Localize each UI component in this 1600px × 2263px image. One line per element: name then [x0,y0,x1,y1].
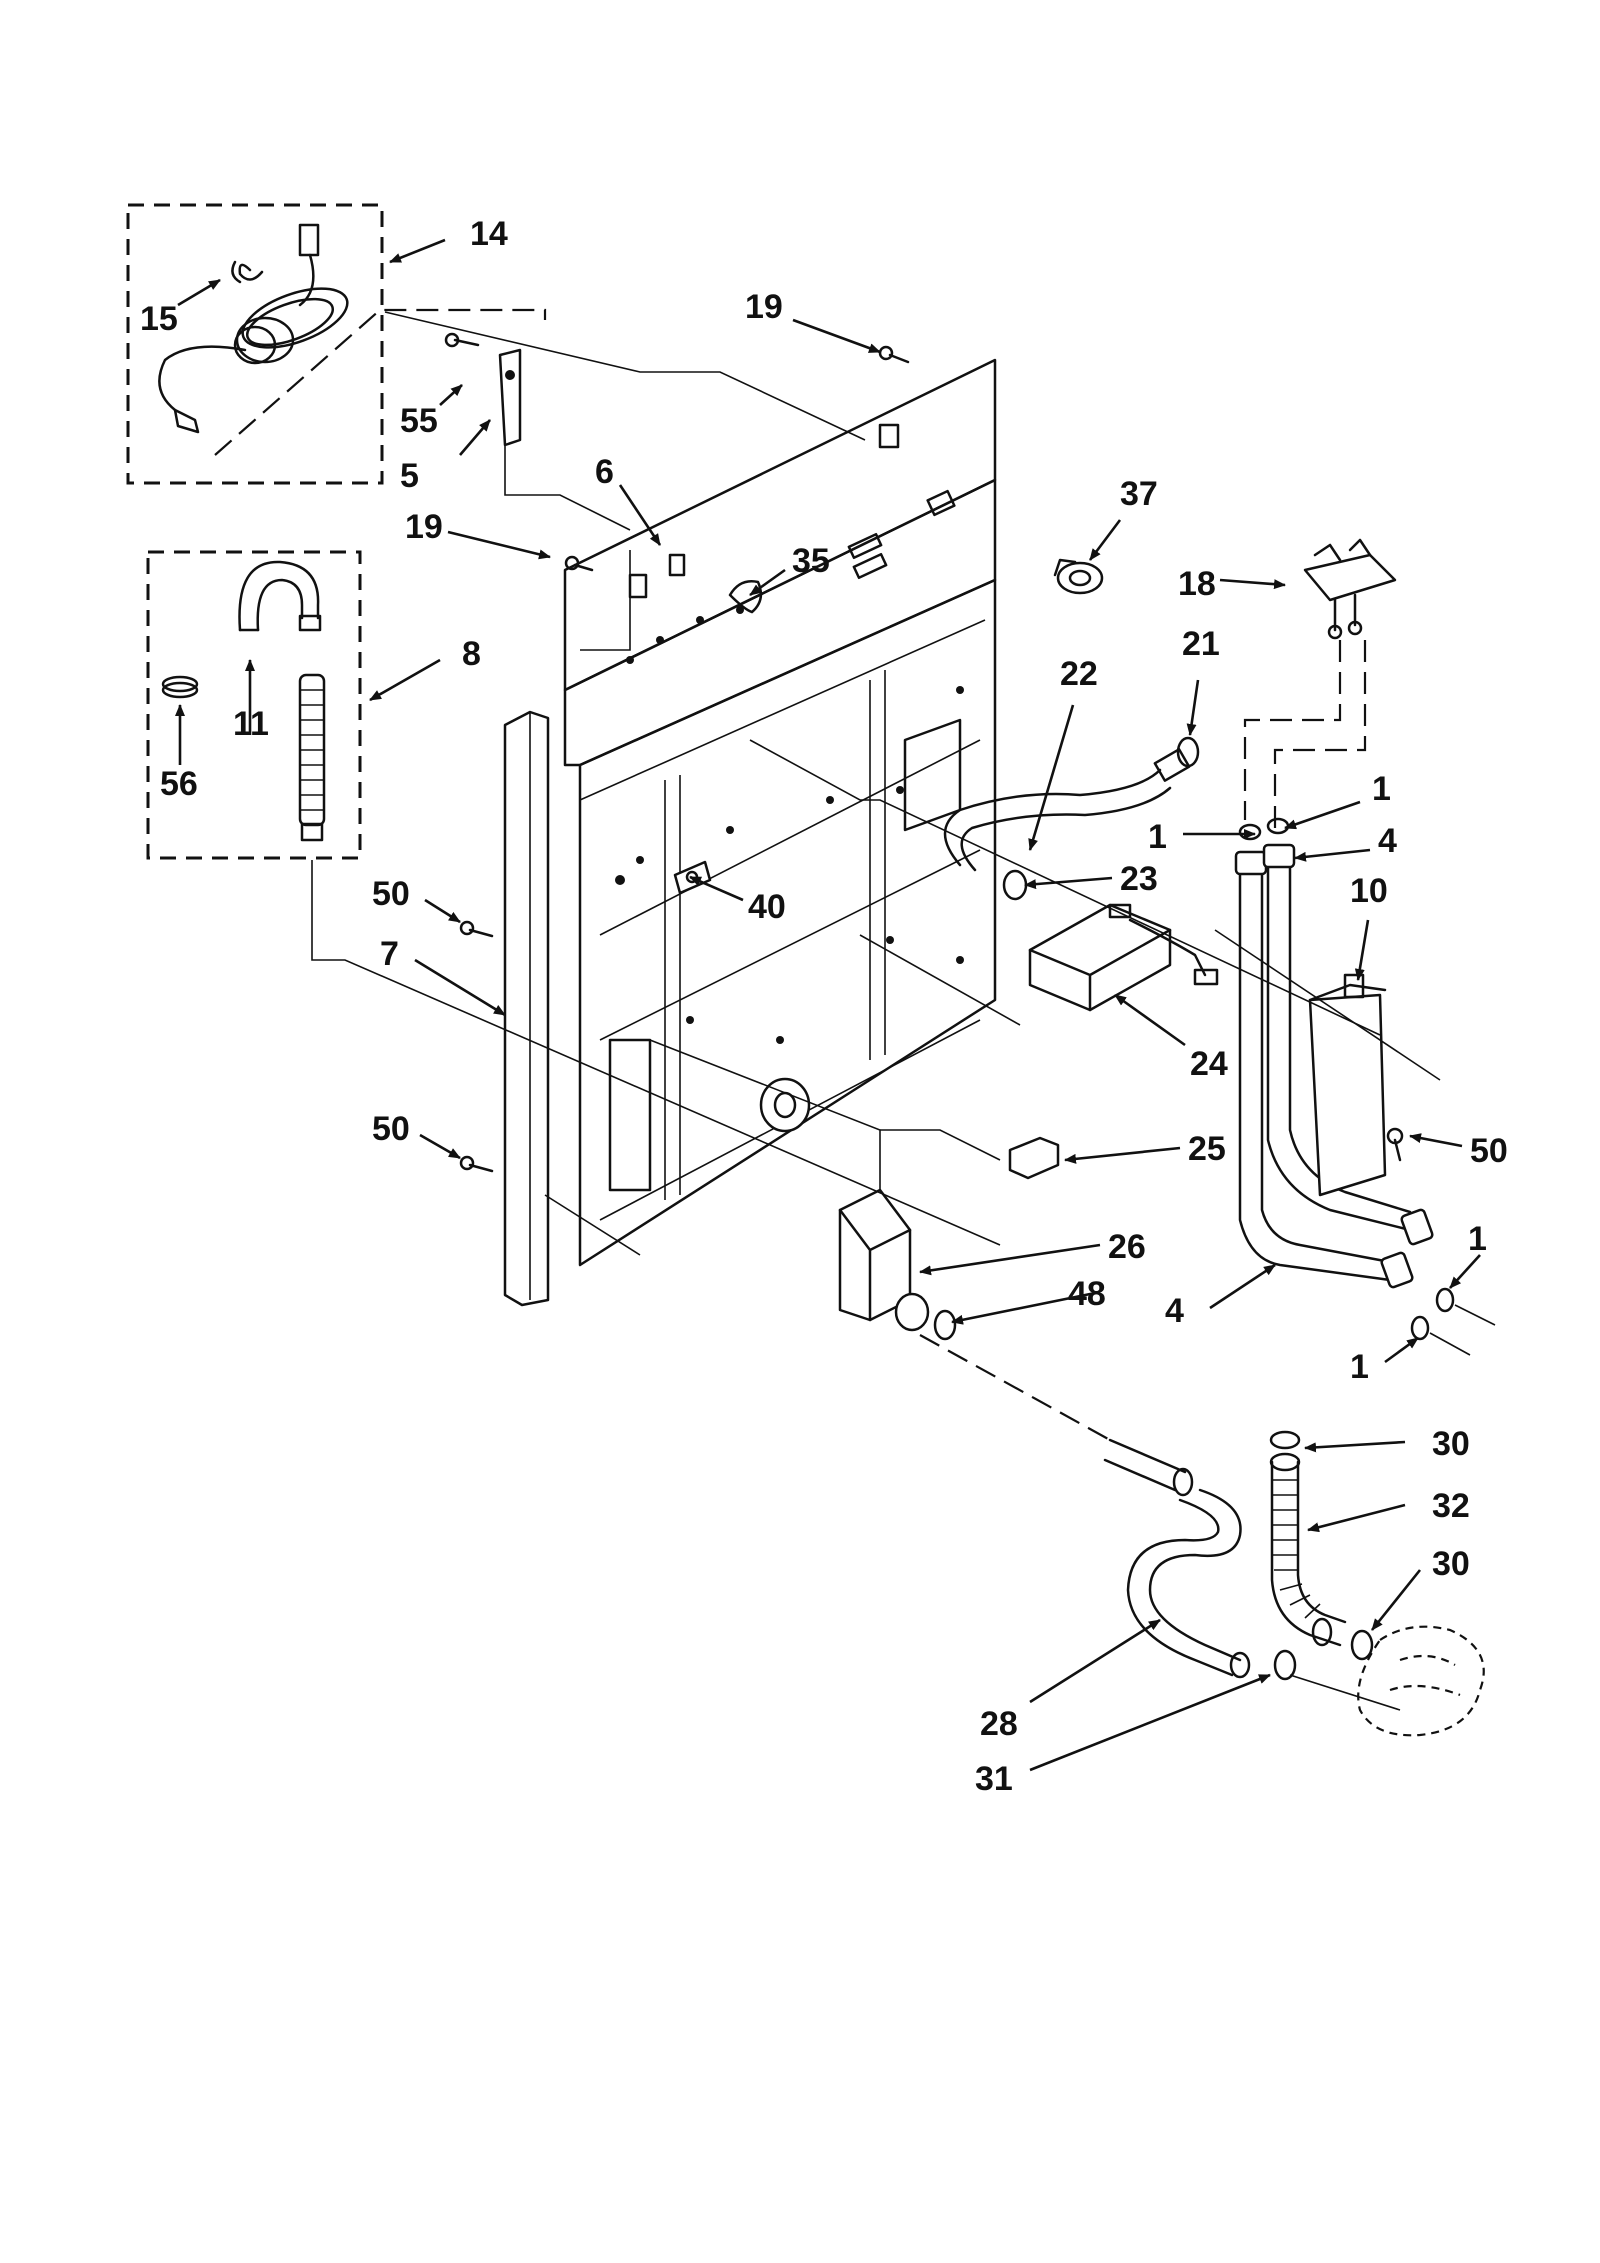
callout-7: 7 [380,935,399,973]
callout-30-bottom: 30 [1432,1545,1470,1583]
screw-mid-left [564,555,594,572]
callout-6: 6 [595,453,614,491]
screw-side-lower [459,1155,494,1173]
callout-24: 24 [1190,1045,1228,1083]
pressure-switch [1028,903,1219,1012]
callout-23: 23 [1120,860,1158,898]
callout-31: 31 [975,1760,1013,1798]
callout-35: 35 [792,542,830,580]
callout-21: 21 [1182,625,1220,663]
callout-15: 15 [140,300,178,338]
inlet-hose [943,748,1191,872]
drain-hose-hook [238,560,322,632]
side-trim-strip [503,710,550,1307]
screw-bracket [1386,1127,1404,1162]
callout-labels: 14 15 19 55 5 6 19 35 37 18 21 22 8 11 5… [140,215,1508,1798]
screw-side-upper [459,920,494,938]
hose-clamp-small [161,675,199,699]
valve-connector-lines [1243,640,1367,830]
dashed-connector-lines [214,308,1441,1711]
callout-10: 10 [1350,872,1388,910]
hose-clip [728,580,763,614]
callout-26: 26 [1108,1228,1146,1266]
corrugated-elbow-hose [1269,1452,1347,1647]
callout-50-lower: 50 [372,1110,410,1148]
callout-55: 55 [400,402,438,440]
callout-19-top: 19 [745,288,783,326]
callout-25: 25 [1188,1130,1226,1168]
hose-washers [1238,817,1455,1341]
power-cord-clamp [231,260,242,284]
callout-11: 11 [233,705,269,743]
callout-1-top: 1 [1372,770,1391,808]
fill-hoses [1234,843,1434,1289]
callout-1-bottom: 1 [1350,1348,1369,1386]
callout-4-bottom: 4 [1165,1292,1184,1330]
hose-clamp-21 [1176,736,1200,768]
ring-part [1053,558,1104,595]
hose-clamp-23 [1002,869,1028,901]
callout-18: 18 [1178,565,1216,603]
power-cord-kit-box [126,203,384,485]
callout-1-left: 1 [1148,818,1167,856]
pump-outline-dashed [1357,1625,1485,1737]
callout-30-top: 30 [1432,1425,1470,1463]
hose-clamp-48 [933,1309,957,1341]
callout-1-right: 1 [1468,1220,1487,1258]
power-cord [158,223,349,434]
callout-8: 8 [462,635,481,673]
screw-top-left [444,332,480,348]
motor-mount-hole [759,1077,811,1133]
hose-clamp-30a [1269,1430,1301,1450]
water-inlet-valve [1303,538,1397,640]
callout-48: 48 [1068,1275,1106,1313]
hose-clamp-31 [1273,1649,1297,1681]
hose-end-lines [1429,1304,1496,1356]
bracket [498,348,522,447]
drain-hose-kit-box [146,550,362,860]
callout-56: 56 [160,765,198,803]
screw-top-right [878,345,910,364]
callout-28: 28 [980,1705,1018,1743]
leader-arrows [175,238,1481,1772]
mounting-bracket [1308,973,1387,1197]
callout-50-right: 50 [1470,1132,1508,1170]
drain-hose-corrugated [298,673,326,842]
callout-14: 14 [470,215,508,253]
hose-clamp-30b [1350,1629,1374,1661]
callout-22: 22 [1060,655,1098,693]
callout-50-upper: 50 [372,875,410,913]
callout-37: 37 [1120,475,1158,513]
callout-19-mid: 19 [405,508,443,546]
pump-housing [838,1188,930,1332]
callout-32: 32 [1432,1487,1470,1525]
callout-5: 5 [400,457,419,495]
callout-4-top: 4 [1378,822,1397,860]
callout-40: 40 [748,888,786,926]
small-cover [1008,1136,1060,1180]
